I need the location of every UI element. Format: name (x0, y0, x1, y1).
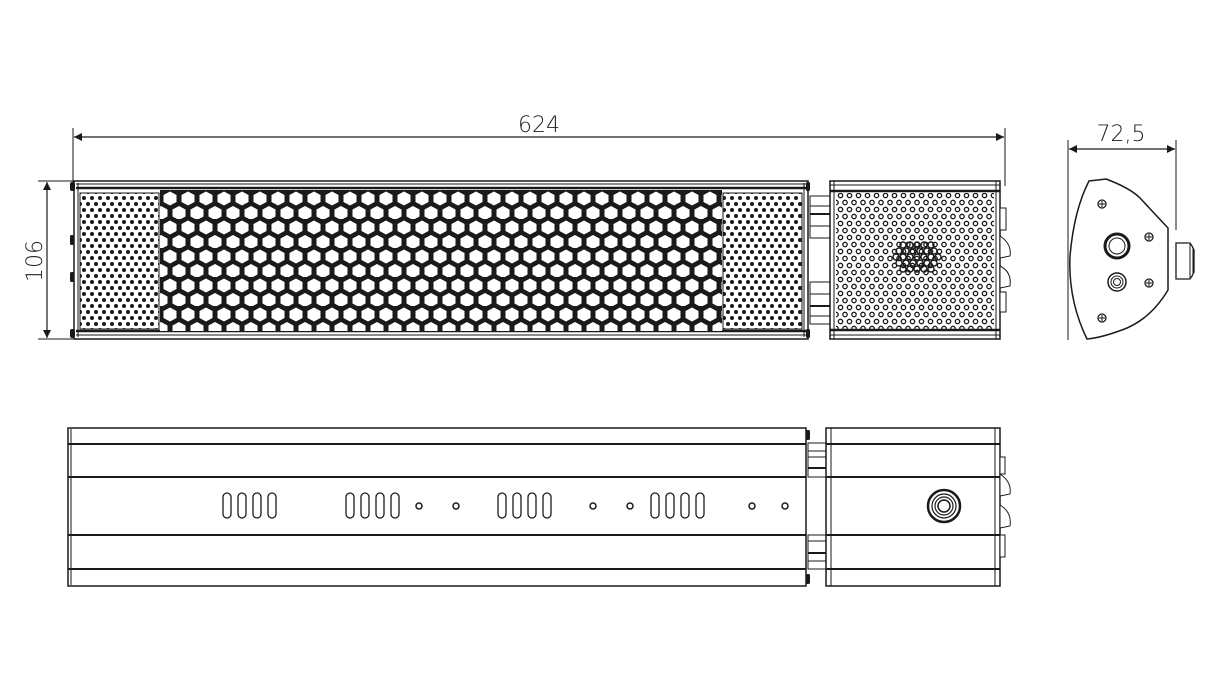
connector-bottom (807, 442, 827, 570)
depth-label: 72,5 (1097, 122, 1146, 147)
front-view (70, 180, 1011, 340)
mount-holes (415, 502, 789, 510)
cable-entry-icon (926, 488, 962, 524)
dimension-depth: 72,5 (1067, 122, 1177, 340)
perforated-panel-left (79, 192, 160, 330)
speaker-center (892, 241, 942, 273)
length-label: 624 (518, 113, 560, 138)
connector (809, 195, 831, 325)
perforated-panel-right (722, 192, 803, 330)
hex-grille (160, 190, 722, 331)
dimension-height: 106 (23, 180, 74, 340)
bottom-view (67, 427, 1011, 587)
dimension-length: 624 (72, 113, 1006, 186)
vent-slots (222, 492, 705, 519)
button (999, 235, 1011, 259)
height-label: 106 (23, 240, 48, 282)
clip (70, 182, 75, 191)
side-view (1069, 178, 1195, 340)
control-module-front (829, 180, 1011, 340)
control-module-bottom (825, 427, 1011, 587)
plug-icon (1175, 242, 1195, 280)
